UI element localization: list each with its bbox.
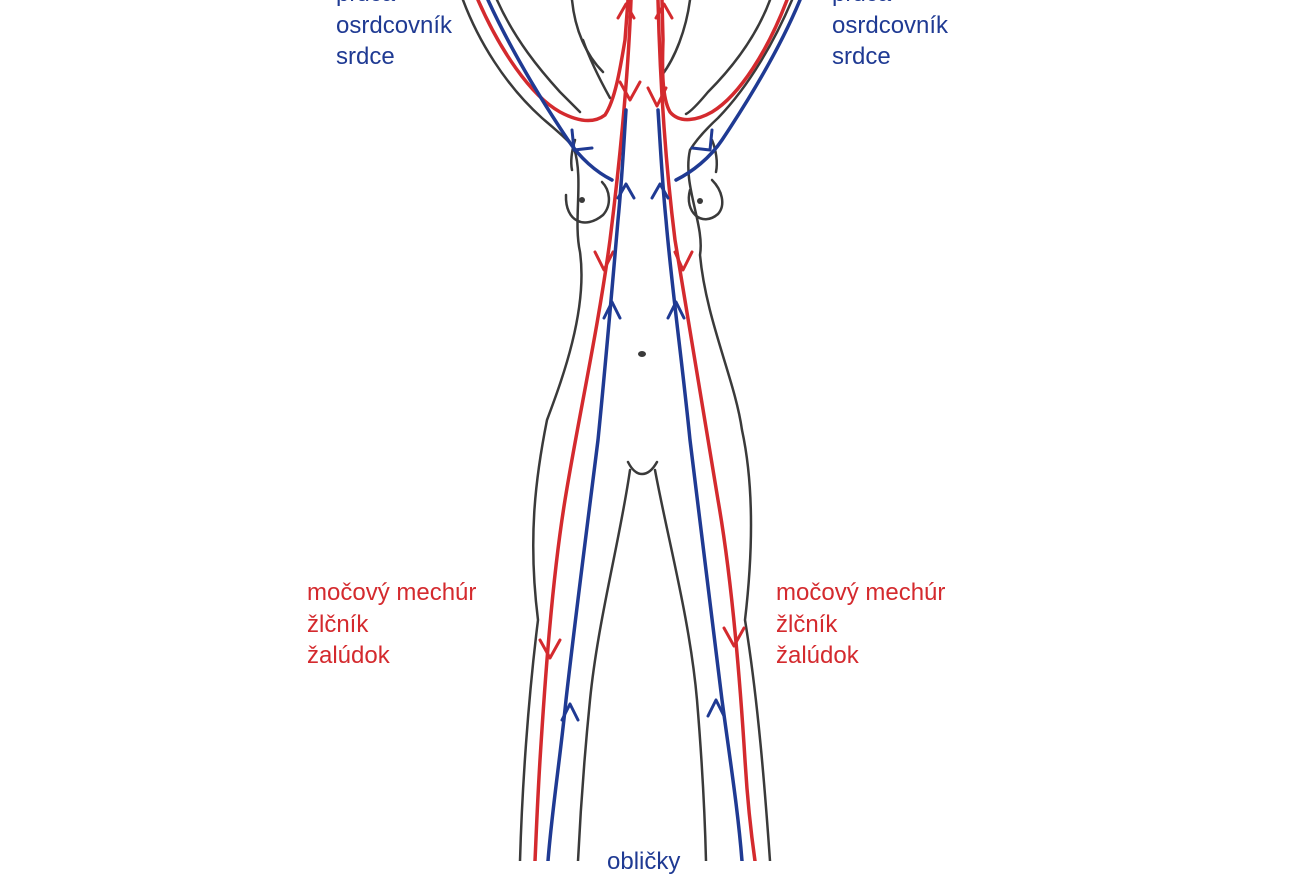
label-yin-upper-right: pľúca osrdcovník srdce bbox=[832, 0, 948, 73]
label-yang-lower-left: močový mechúr žlčník žalúdok bbox=[307, 577, 476, 672]
label-lungs-right: pľúca bbox=[832, 0, 948, 10]
label-yin-upper-left: pľúca osrdcovník srdce bbox=[336, 0, 452, 73]
label-gallbladder-right: žlčník bbox=[776, 610, 838, 638]
blue-right-trunk-leg bbox=[656, 108, 744, 861]
blue-left-trunk-leg bbox=[546, 108, 628, 861]
label-gallbladder-left: žlčník bbox=[307, 610, 369, 638]
blue-arrow-left-abdomen bbox=[602, 300, 622, 320]
red-arrow-right-chest bbox=[673, 250, 694, 272]
label-bladder-right: močový mechúr bbox=[776, 579, 946, 606]
red-right-trunk-leg bbox=[656, 0, 757, 861]
outline-right-breast bbox=[687, 178, 724, 221]
outline-neck-right bbox=[660, 0, 692, 77]
outline-neck-left bbox=[570, 0, 605, 74]
blue-arrow-right-armpit bbox=[690, 128, 714, 152]
blue-right-arm bbox=[674, 0, 802, 182]
red-arrow-right-upper bbox=[646, 86, 668, 108]
outline-left-outer bbox=[461, 0, 583, 861]
blue-arrow-left-shin bbox=[560, 702, 580, 722]
red-arrow-left-neck bbox=[616, 2, 636, 20]
outline-left-inner-arm bbox=[495, 0, 582, 114]
red-left-trunk-leg bbox=[533, 0, 633, 861]
red-arrow-right-shin bbox=[722, 626, 746, 648]
outline-right-armpit bbox=[710, 138, 719, 174]
outline-hair bbox=[581, 38, 612, 100]
left-nipple bbox=[579, 197, 585, 203]
blue-arrow-left-chest bbox=[616, 182, 636, 200]
label-heart-right: srdce bbox=[832, 43, 891, 70]
outline-right-outer bbox=[687, 0, 794, 861]
red-arrow-left-upper bbox=[618, 80, 642, 102]
outline-crotch bbox=[626, 460, 659, 476]
label-pericardium-right: osrdcovník bbox=[832, 11, 949, 39]
body-details bbox=[579, 197, 703, 357]
blue-arrow-right-chest bbox=[650, 182, 670, 200]
label-kidneys: obličky bbox=[607, 848, 681, 875]
yang-channels bbox=[476, 0, 789, 861]
label-stomach-left: žalúdok bbox=[307, 642, 390, 669]
label-bladder-left: močový mechúr bbox=[307, 579, 477, 606]
blue-arrow-right-abdomen bbox=[666, 300, 686, 320]
outline-right-inner-leg bbox=[653, 468, 708, 861]
blue-left-arm bbox=[486, 0, 614, 182]
label-stomach-right: žalúdok bbox=[776, 642, 859, 669]
yang-arrows bbox=[538, 2, 746, 660]
yin-arrows bbox=[560, 128, 726, 722]
outline-left-inner-leg bbox=[576, 468, 632, 861]
label-heart-left: srdce bbox=[336, 43, 395, 70]
yin-channels bbox=[486, 0, 802, 861]
red-arrow-left-shin bbox=[538, 638, 562, 660]
label-lungs-left: pľúca bbox=[336, 0, 452, 10]
label-yang-lower-right: močový mechúr žlčník žalúdok bbox=[776, 577, 945, 672]
navel bbox=[638, 351, 646, 357]
outline-left-breast bbox=[564, 180, 611, 224]
red-left-arm-outer bbox=[476, 0, 630, 123]
red-arrow-right-neck bbox=[654, 2, 674, 20]
body-outline bbox=[461, 0, 794, 861]
label-pericardium-left: osrdcovník bbox=[336, 11, 453, 39]
right-nipple bbox=[697, 198, 703, 204]
red-arrow-left-chest bbox=[593, 250, 615, 272]
red-right-arm-outer bbox=[660, 0, 789, 122]
blue-arrow-right-shin bbox=[706, 698, 726, 718]
outline-right-inner-arm bbox=[684, 0, 772, 116]
blue-arrow-left-armpit bbox=[570, 128, 594, 152]
